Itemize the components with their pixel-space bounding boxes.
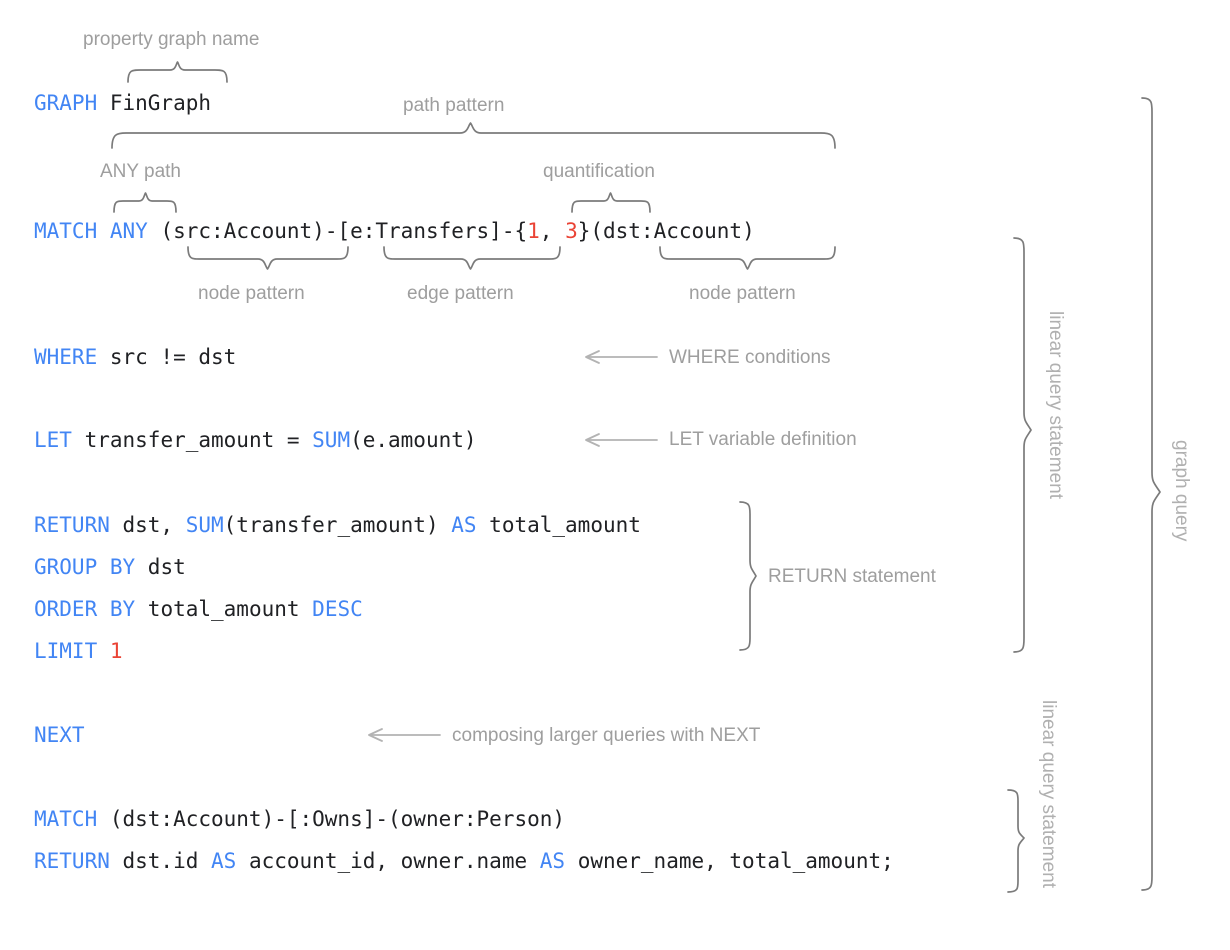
code-token: SUM	[185, 513, 224, 537]
code-token: 1	[527, 219, 540, 243]
brace-property-graph-name	[127, 61, 228, 83]
label-quantification: quantification	[543, 161, 655, 182]
code-token: dst,	[109, 513, 186, 537]
code-token: ORDER BY	[34, 597, 136, 621]
code-token: ,	[539, 219, 566, 243]
label-node-pattern-left: node pattern	[198, 283, 305, 304]
code-token	[97, 219, 110, 243]
code-token: NEXT	[34, 723, 85, 747]
code-token	[97, 639, 110, 663]
code-token: ANY	[109, 219, 148, 243]
code-token: SUM	[312, 428, 351, 452]
code-token: MATCH	[34, 807, 98, 831]
label-node-pattern-right: node pattern	[689, 283, 796, 304]
label-where-conditions: WHERE conditions	[669, 347, 831, 368]
code-line-group-by: GROUP BY dst	[34, 554, 186, 580]
brace-return-statement	[739, 501, 757, 651]
brace-linear-query-statement-2	[1007, 789, 1025, 893]
code-token: AS	[211, 849, 237, 873]
brace-node-pattern-right	[659, 246, 836, 270]
label-path-pattern: path pattern	[403, 95, 505, 116]
label-linear-query-statement-2: linear query statement	[1038, 700, 1059, 888]
code-token: WHERE	[34, 345, 98, 369]
code-token: dst	[135, 555, 186, 579]
brace-edge-pattern	[383, 246, 561, 270]
code-token: dst.id	[109, 849, 212, 873]
code-token: FinGraph	[97, 91, 212, 115]
code-token: }(dst:Account)	[577, 219, 755, 243]
brace-any-path	[113, 192, 177, 213]
code-token: LIMIT	[34, 639, 98, 663]
code-token: owner_name, total_amount;	[565, 849, 894, 873]
code-line-order-by: ORDER BY total_amount DESC	[34, 596, 363, 622]
label-linear-query-statement-1: linear query statement	[1045, 311, 1066, 499]
code-token: MATCH	[34, 219, 98, 243]
code-token: GRAPH	[34, 91, 98, 115]
code-token: RETURN	[34, 513, 110, 537]
code-line-limit: LIMIT 1	[34, 638, 123, 664]
label-graph-query: graph query	[1171, 440, 1192, 542]
code-token: (e.amount)	[350, 428, 477, 452]
code-line-next: NEXT	[34, 722, 85, 748]
code-token: DESC	[312, 597, 363, 621]
code-line-where: WHERE src != dst	[34, 344, 236, 370]
code-line-return: RETURN dst, SUM(transfer_amount) AS tota…	[34, 512, 641, 538]
code-line-graph: GRAPH FinGraph	[34, 90, 211, 116]
code-token: AS	[539, 849, 566, 873]
code-token: AS	[451, 513, 477, 537]
brace-node-pattern-left	[187, 246, 349, 270]
label-any-path: ANY path	[100, 161, 181, 182]
code-line-return-final: RETURN dst.id AS account_id, owner.name …	[34, 848, 894, 874]
brace-linear-query-statement-1	[1013, 237, 1032, 653]
code-token: account_id, owner.name	[236, 849, 540, 873]
brace-graph-query	[1141, 97, 1161, 891]
label-composing-next: composing larger queries with NEXT	[452, 725, 761, 746]
code-token: (src:Account)-[e:Transfers]-{	[147, 219, 528, 243]
code-token: 1	[109, 639, 123, 663]
code-token: 3	[565, 219, 578, 243]
code-line-let: LET transfer_amount = SUM(e.amount)	[34, 427, 477, 453]
label-return-statement: RETURN statement	[768, 566, 936, 587]
code-token: GROUP BY	[34, 555, 136, 579]
code-token: total_amount	[476, 513, 641, 537]
label-property-graph-name: property graph name	[83, 29, 260, 50]
code-token: total_amount	[135, 597, 313, 621]
code-token: LET	[34, 428, 72, 452]
code-token: RETURN	[34, 849, 110, 873]
brace-quantification	[571, 192, 651, 213]
code-line-match-owns: MATCH (dst:Account)-[:Owns]-(owner:Perso…	[34, 806, 565, 832]
code-token: src != dst	[97, 345, 237, 369]
brace-path-pattern	[111, 122, 836, 149]
label-edge-pattern: edge pattern	[407, 283, 514, 304]
label-let-variable-definition: LET variable definition	[669, 429, 857, 450]
code-token: (transfer_amount)	[223, 513, 452, 537]
code-token: (dst:Account)-[:Owns]-(owner:Person)	[97, 807, 566, 831]
code-token: transfer_amount =	[71, 428, 313, 452]
code-line-match: MATCH ANY (src:Account)-[e:Transfers]-{1…	[34, 218, 755, 244]
